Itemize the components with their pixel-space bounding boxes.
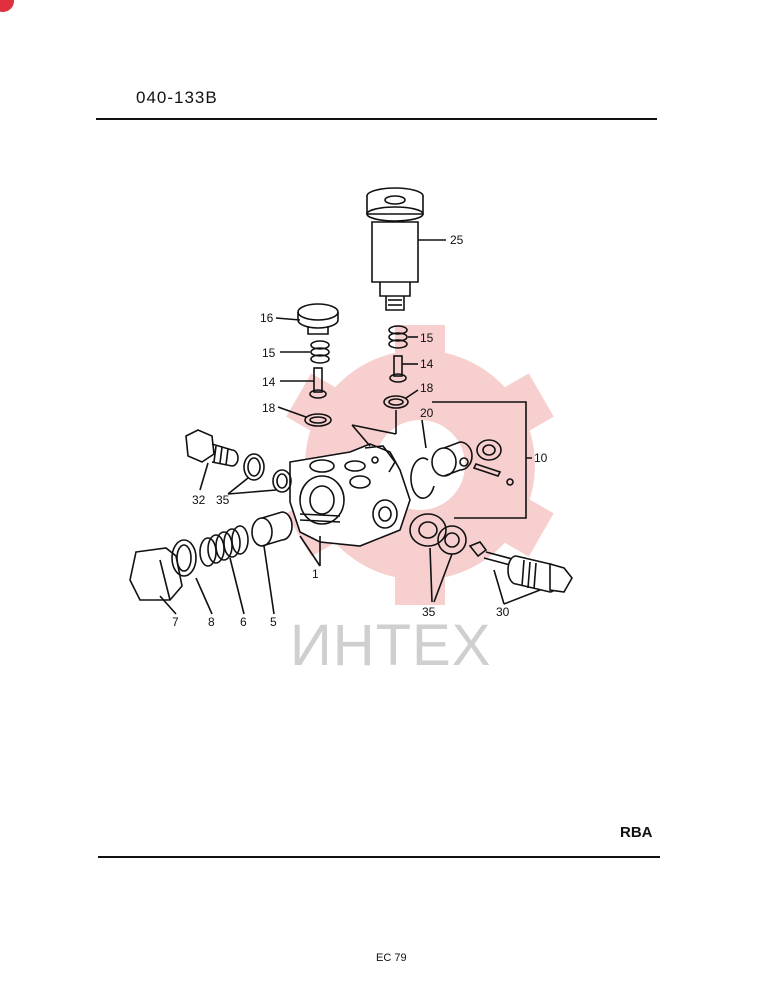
pump-body: [289, 443, 411, 547]
label-30: 30: [496, 605, 510, 619]
label-6: 6: [240, 615, 247, 629]
spring-right: [388, 325, 418, 349]
top-rule: [96, 118, 657, 120]
page-number: EC 79: [376, 952, 407, 964]
watermark-text: ИНТЕХ: [290, 613, 492, 678]
label-5: 5: [270, 615, 277, 629]
hand-pump: [366, 187, 424, 311]
corner-marker: [0, 0, 14, 12]
piston-assembly: [431, 439, 514, 486]
diagram-code: 040-133B: [136, 88, 218, 107]
rba-label: RBA: [620, 824, 653, 841]
snap-ring: [410, 457, 435, 499]
cap-nut: [129, 547, 183, 601]
label-32: 32: [192, 493, 206, 507]
washer-35-a: [243, 453, 265, 481]
gasket-8: [171, 539, 197, 577]
label-15-right: 15: [420, 331, 434, 345]
bottom-rule: [98, 856, 660, 858]
label-35-right: 35: [422, 605, 436, 619]
label-35-left: 35: [216, 493, 230, 507]
label-14-right: 14: [420, 357, 434, 371]
washer-35-c: [409, 513, 447, 547]
label-1: 1: [312, 567, 319, 581]
plug: [297, 303, 339, 335]
label-8: 8: [208, 615, 215, 629]
washer-right: [383, 395, 409, 409]
label-16: 16: [260, 311, 274, 325]
label-20: 20: [420, 406, 434, 420]
spring-6: [199, 525, 249, 567]
valve-left: [280, 367, 327, 399]
washer-left: [304, 413, 332, 427]
washer-35-b: [272, 469, 292, 493]
label-7: 7: [172, 615, 179, 629]
hollow-bolt: [185, 429, 239, 467]
label-10: 10: [534, 451, 548, 465]
bolt-30: [468, 541, 573, 593]
label-18-left: 18: [262, 401, 276, 415]
label-14-left: 14: [262, 375, 276, 389]
spring-left: [280, 340, 330, 364]
label-15-left: 15: [262, 346, 276, 360]
label-25: 25: [450, 233, 464, 247]
label-18-right: 18: [420, 381, 434, 395]
sleeve-5: [251, 511, 293, 547]
valve-right: [389, 355, 418, 383]
